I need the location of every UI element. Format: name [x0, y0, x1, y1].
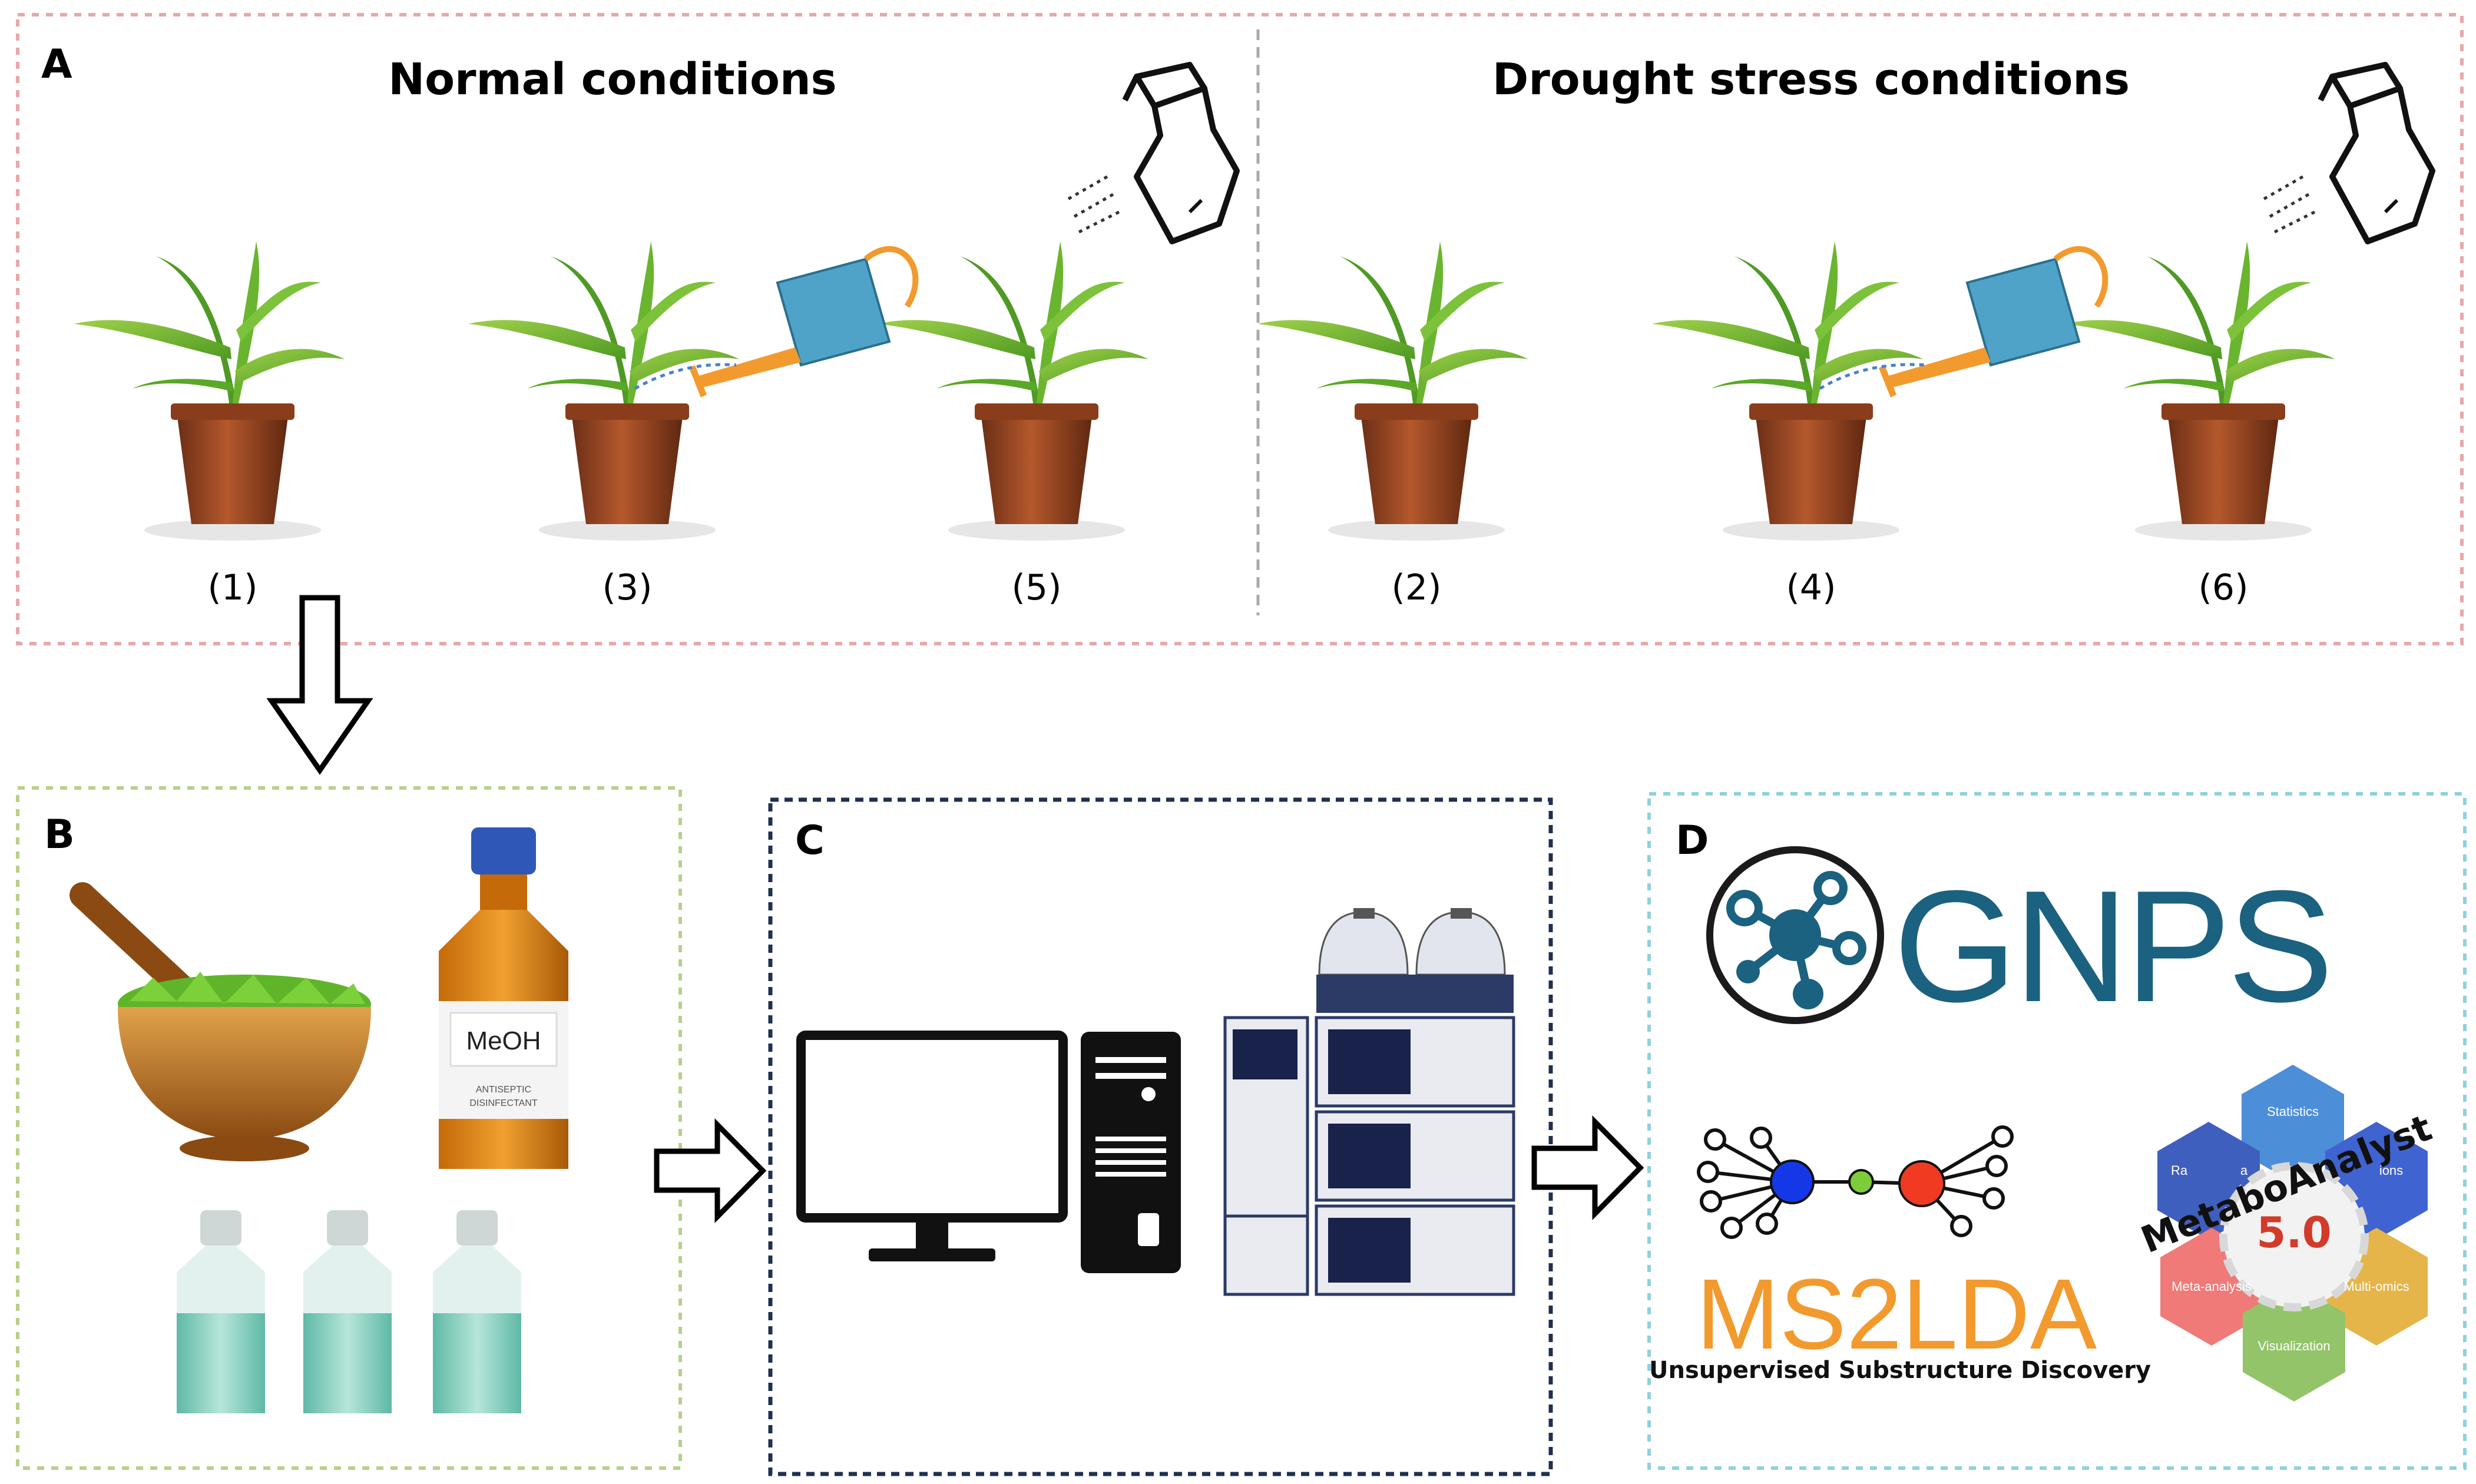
arrow-right	[1531, 1115, 1644, 1220]
panel-c-border	[768, 797, 1553, 1476]
metaboanalyst-logo-icon: Statistics Ra a ions Meta-analysis Multi…	[2135, 1065, 2438, 1402]
spray-mist	[1065, 175, 1120, 234]
plant-label-1: (1)	[208, 567, 258, 608]
panel-b-letter: B	[44, 811, 75, 858]
panel-c: C	[768, 797, 1553, 1476]
plant-1	[74, 241, 345, 541]
ms2lda-logo-text: MS2LDA	[1696, 1258, 2097, 1370]
mortar-and-pestle-icon	[69, 882, 371, 1161]
watering-can-icon	[1879, 249, 2105, 398]
hex-label-left: Ra	[2171, 1163, 2188, 1178]
computer-monitor-icon	[796, 1031, 1068, 1261]
gnps-logo-text: GNPS	[1894, 858, 2330, 1035]
ms2lda-network-icon	[1697, 1125, 2014, 1239]
vial-icon	[303, 1210, 392, 1413]
panel-b-border	[16, 786, 682, 1470]
plant-2	[1257, 241, 1528, 541]
drought-conditions-title: Drought stress conditions	[1492, 54, 2130, 105]
spray-bottle-icon	[1125, 65, 1237, 241]
plant-label-6: (6)	[2199, 567, 2249, 608]
bottle-sublabel-1: ANTISEPTIC	[476, 1085, 531, 1095]
vial-icon	[177, 1210, 265, 1413]
arrow-right	[654, 1118, 767, 1223]
lc-ms-instrument-icon	[1223, 908, 1515, 1296]
methanol-bottle-icon: MeOH ANTISEPTIC DISINFECTANT	[439, 827, 568, 1169]
plant-label-3: (3)	[603, 567, 653, 608]
vial-icon	[433, 1210, 521, 1413]
plant-5	[878, 241, 1148, 541]
watering-can-icon	[689, 249, 915, 398]
panel-d-border	[1647, 792, 2467, 1470]
panel-b: B MeOH ANTISEPTIC DISINFECTANT	[16, 786, 682, 1470]
panel-c-letter: C	[795, 817, 825, 864]
normal-conditions-title: Normal conditions	[388, 54, 836, 105]
gnps-logo-icon	[1706, 846, 1884, 1024]
hex-label-statistics: Statistics	[2267, 1104, 2319, 1119]
ms2lda-subtitle: Unsupervised Substructure Discovery	[1649, 1357, 2151, 1384]
spray-mist	[2260, 175, 2316, 234]
plant-label-4: (4)	[1786, 567, 1836, 608]
hex-label-meta-analysis: Meta-analysis	[2172, 1279, 2252, 1294]
metabo-gear-icon	[2219, 1162, 2369, 1311]
computer-tower-icon	[1081, 1032, 1181, 1273]
arrow-down	[266, 595, 373, 775]
hex-label-right: ions	[2379, 1163, 2403, 1178]
plant-4	[1652, 241, 1923, 541]
spray-bottle-icon	[2321, 65, 2432, 241]
water-stream	[634, 363, 737, 390]
bottle-sublabel-2: DISINFECTANT	[469, 1098, 537, 1108]
panel-d-letter: D	[1676, 817, 1709, 864]
panel-a-letter: A	[41, 41, 72, 88]
plant-label-5: (5)	[1012, 567, 1062, 608]
hex-label-left-end: a	[2240, 1163, 2248, 1178]
panel-a: A Normal conditions Drought stress condi…	[16, 13, 2464, 645]
panel-a-border	[16, 13, 2464, 645]
plant-label-2: (2)	[1392, 567, 1442, 608]
metaboanalyst-version: 5.0	[2256, 1208, 2332, 1257]
bottle-label: MeOH	[466, 1026, 541, 1055]
hex-label-multi-omics: Multi-omics	[2343, 1279, 2409, 1294]
panel-d: D GNPS	[1647, 792, 2467, 1470]
water-stream	[1819, 363, 1926, 390]
hex-label-visualization: Visualization	[2257, 1339, 2330, 1353]
